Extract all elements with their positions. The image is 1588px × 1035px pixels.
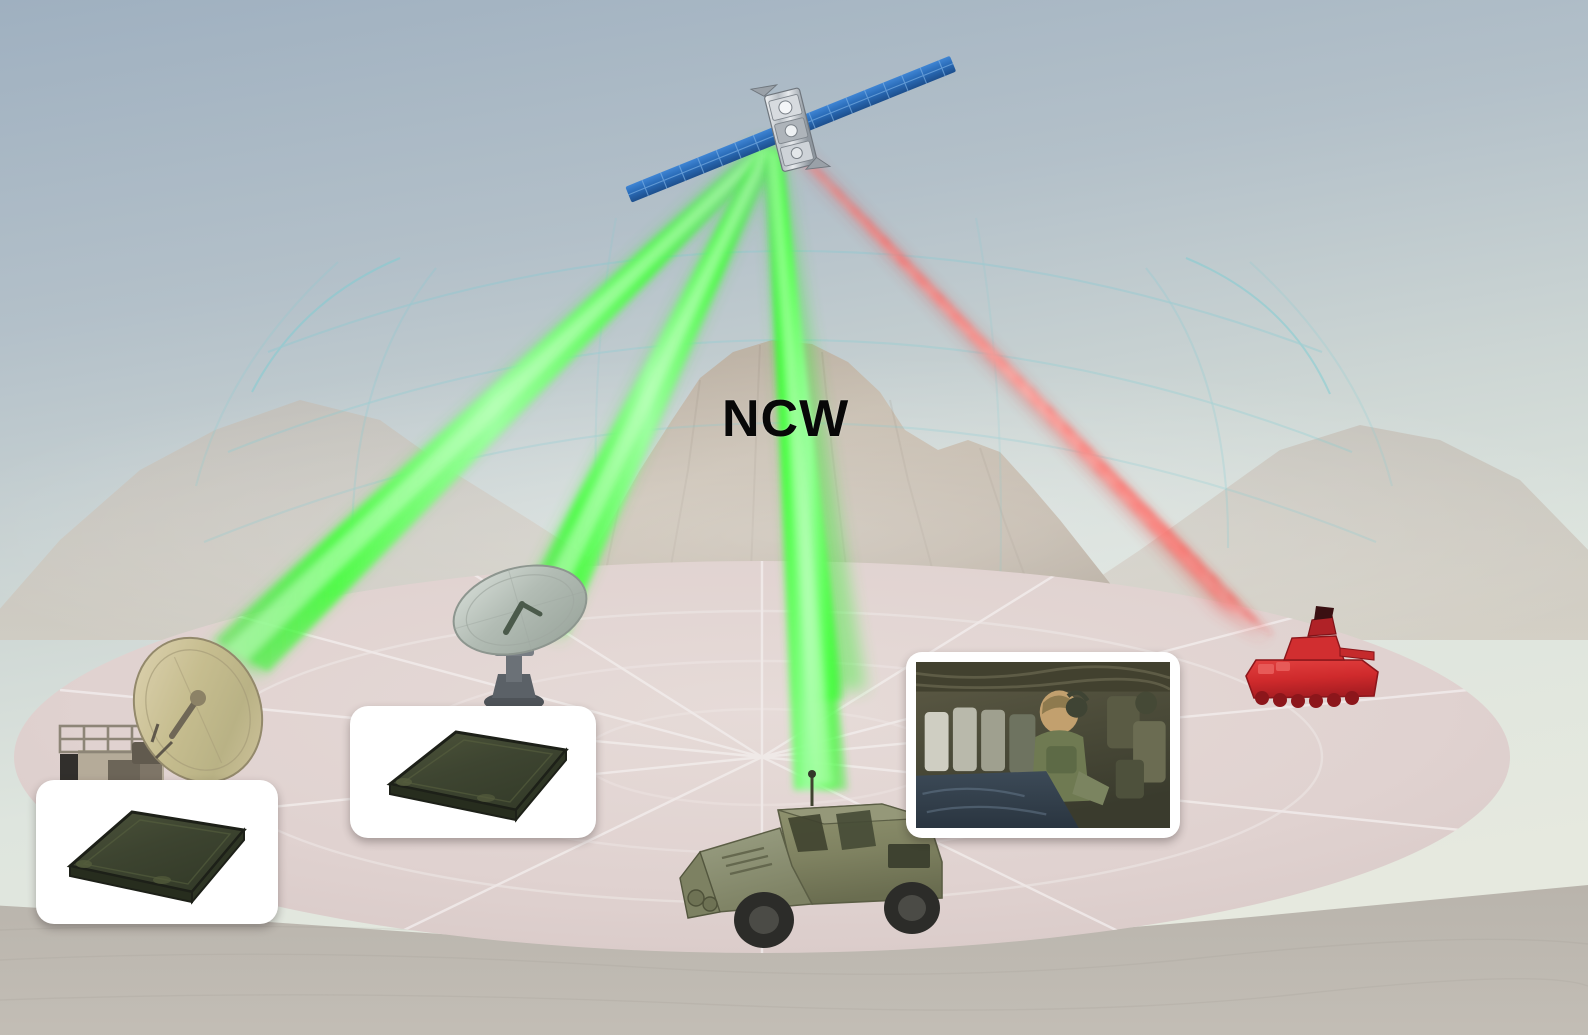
dome-lon-4: [974, 217, 1003, 593]
humvee-rear-window: [888, 844, 930, 868]
troops-in-vehicle-photo-card[interactable]: [906, 652, 1180, 838]
tank-stowage: [1258, 662, 1290, 674]
seat-row: [924, 707, 1036, 774]
dome-lon-5: [1145, 267, 1230, 549]
humvee-windshield: [788, 814, 828, 852]
flat-panel-antenna: [66, 810, 247, 905]
flat-panel-antenna-card-left[interactable]: [36, 780, 278, 924]
tank-tracks: [1255, 691, 1359, 708]
beam-green-dish-center: [520, 146, 776, 634]
humvee-vehicle: [679, 770, 943, 948]
dome-lon-1: [251, 257, 401, 393]
stowed-equipment: [1107, 691, 1166, 799]
tank-sensor-mast: [1314, 606, 1334, 620]
tank-turret: [1283, 635, 1345, 661]
tank-gun: [1339, 647, 1375, 661]
foreground-desert: [0, 884, 1588, 1035]
beam-green-humvee: [768, 146, 848, 790]
beam-red-enemy-tank: [784, 142, 1274, 636]
dome-lon-0: [194, 261, 339, 487]
satellite-dish-reflector-bottom: [790, 147, 803, 160]
humvee-front-wheel: [734, 892, 794, 948]
ncw-label: NCW: [722, 390, 850, 448]
communications-satellite: [625, 56, 956, 202]
photo-frame: [916, 662, 1170, 828]
flat-panel-antenna: [386, 730, 569, 823]
satellite-dish-reflector-lower: [784, 124, 798, 138]
solar-panel-right: [792, 56, 956, 135]
dish-feed-arm: [503, 601, 543, 635]
dome-lon-2: [350, 267, 437, 546]
humvee-headlight-right: [702, 896, 718, 912]
humvee-hood-vents: [721, 846, 773, 876]
transportable-satcom-dish: [452, 564, 588, 712]
solar-panel-left: [625, 123, 789, 202]
dome-lon-6: [1185, 257, 1331, 395]
enemy-tank: [1245, 606, 1379, 708]
dome-lon-7: [1249, 261, 1394, 487]
humvee-rear-wheel: [884, 882, 940, 934]
soldiers-in-vehicle-interior: [916, 662, 1170, 828]
humvee-antenna: [808, 770, 816, 806]
parabolic-reflector: [452, 564, 588, 656]
headset: [1065, 690, 1090, 718]
satellite-bus: [749, 84, 832, 172]
humvee-headlight-left: [687, 889, 705, 907]
seated-soldier: [1031, 690, 1110, 806]
beam-green-dish-left: [214, 146, 774, 672]
dish-feed-arm: [169, 690, 206, 739]
flat-panel-antenna-card-center[interactable]: [350, 706, 596, 838]
dish-backing-struts: [150, 723, 174, 760]
satellite-dish-reflector-upper: [778, 100, 793, 115]
humvee-door-window: [836, 810, 876, 850]
